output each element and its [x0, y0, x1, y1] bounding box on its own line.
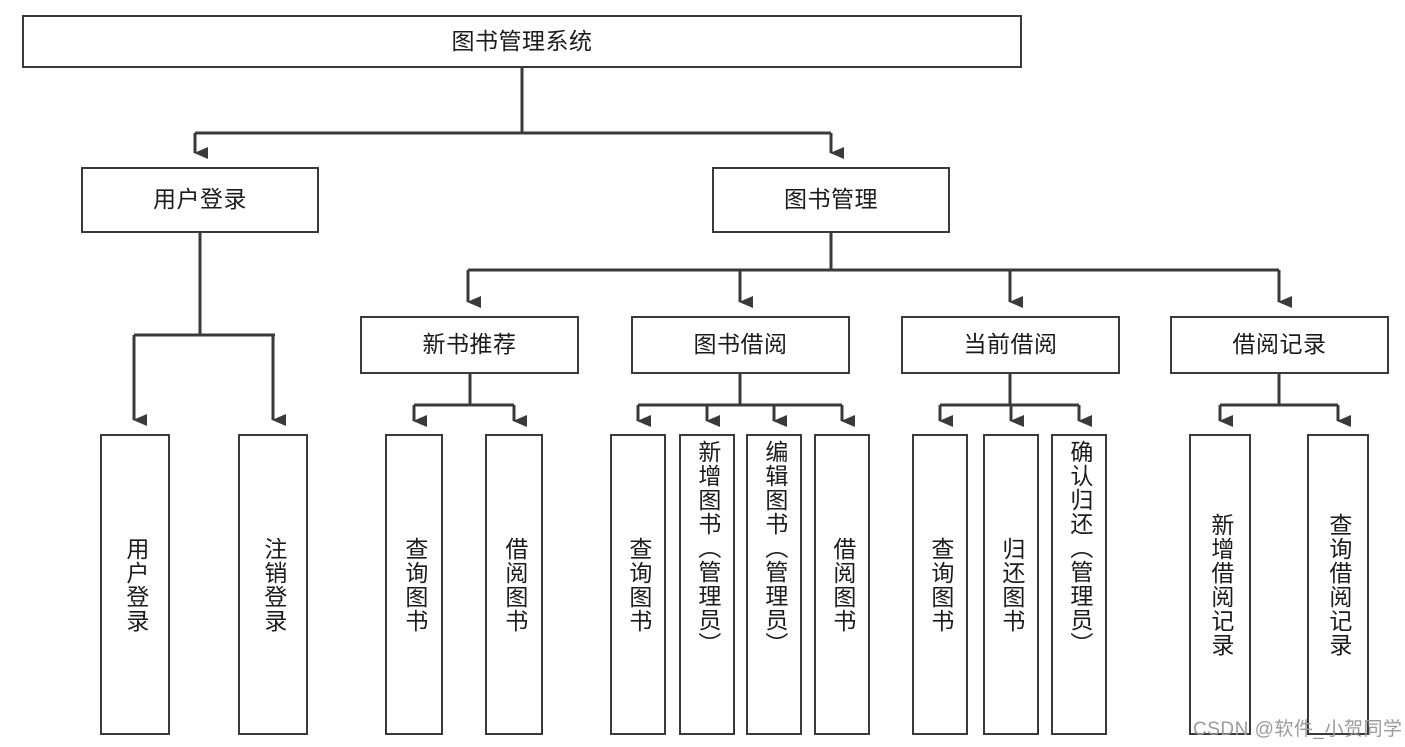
node-user-login-label: 用户登录: [153, 186, 247, 213]
node-leaf-query-book-3-label: 查询图书: [927, 536, 954, 633]
node-book-borrow-label: 图书借阅: [693, 331, 788, 358]
node-leaf-edit-book-label: 编辑图书（管理员）: [761, 440, 788, 656]
node-new-book-rec-label: 新书推荐: [422, 331, 517, 358]
node-leaf-logout[interactable]: 注销登录: [238, 434, 308, 735]
node-current-borrow[interactable]: 当前借阅: [901, 316, 1120, 374]
node-book-borrow[interactable]: 图书借阅: [631, 316, 850, 374]
node-leaf-edit-book[interactable]: 编辑图书（管理员）: [746, 434, 802, 735]
node-borrow-record[interactable]: 借阅记录: [1170, 316, 1389, 374]
node-new-book-rec[interactable]: 新书推荐: [360, 316, 579, 374]
node-leaf-query-book-2-label: 查询图书: [625, 536, 652, 633]
node-leaf-add-record-label: 新增借阅记录: [1207, 512, 1234, 657]
node-user-login[interactable]: 用户登录: [81, 167, 319, 233]
node-leaf-add-book-label: 新增图书（管理员）: [694, 440, 721, 656]
node-leaf-confirm-return[interactable]: 确认归还（管理员）: [1051, 434, 1107, 735]
node-leaf-query-book-2[interactable]: 查询图书: [610, 434, 666, 735]
node-leaf-user-login[interactable]: 用户登录: [100, 434, 170, 735]
node-leaf-add-book[interactable]: 新增图书（管理员）: [679, 434, 735, 735]
node-book-manage-label: 图书管理: [784, 186, 878, 213]
csdn-watermark: CSDN @软件_小贺同学: [1193, 719, 1403, 740]
node-root[interactable]: 图书管理系统: [22, 15, 1022, 68]
node-leaf-return-book[interactable]: 归还图书: [983, 434, 1039, 735]
node-leaf-borrow-book-2[interactable]: 借阅图书: [814, 434, 870, 735]
node-leaf-logout-label: 注销登录: [260, 536, 287, 633]
node-book-manage[interactable]: 图书管理: [712, 167, 950, 233]
node-root-label: 图书管理系统: [451, 27, 593, 54]
node-leaf-borrow-book-1[interactable]: 借阅图书: [485, 434, 543, 735]
node-borrow-record-label: 借阅记录: [1232, 331, 1327, 358]
node-leaf-query-record-label: 查询借阅记录: [1325, 512, 1352, 657]
node-leaf-query-book-1[interactable]: 查询图书: [385, 434, 443, 735]
node-leaf-confirm-return-label: 确认归还（管理员）: [1066, 440, 1093, 656]
node-leaf-add-record[interactable]: 新增借阅记录: [1189, 434, 1251, 735]
node-leaf-borrow-book-1-label: 借阅图书: [501, 536, 528, 633]
node-current-borrow-label: 当前借阅: [963, 331, 1058, 358]
node-leaf-return-book-label: 归还图书: [998, 536, 1025, 633]
node-leaf-borrow-book-2-label: 借阅图书: [829, 536, 856, 633]
node-leaf-query-book-3[interactable]: 查询图书: [912, 434, 968, 735]
node-leaf-query-record[interactable]: 查询借阅记录: [1307, 434, 1369, 735]
node-leaf-user-login-label: 用户登录: [122, 536, 149, 633]
node-leaf-query-book-1-label: 查询图书: [401, 536, 428, 633]
